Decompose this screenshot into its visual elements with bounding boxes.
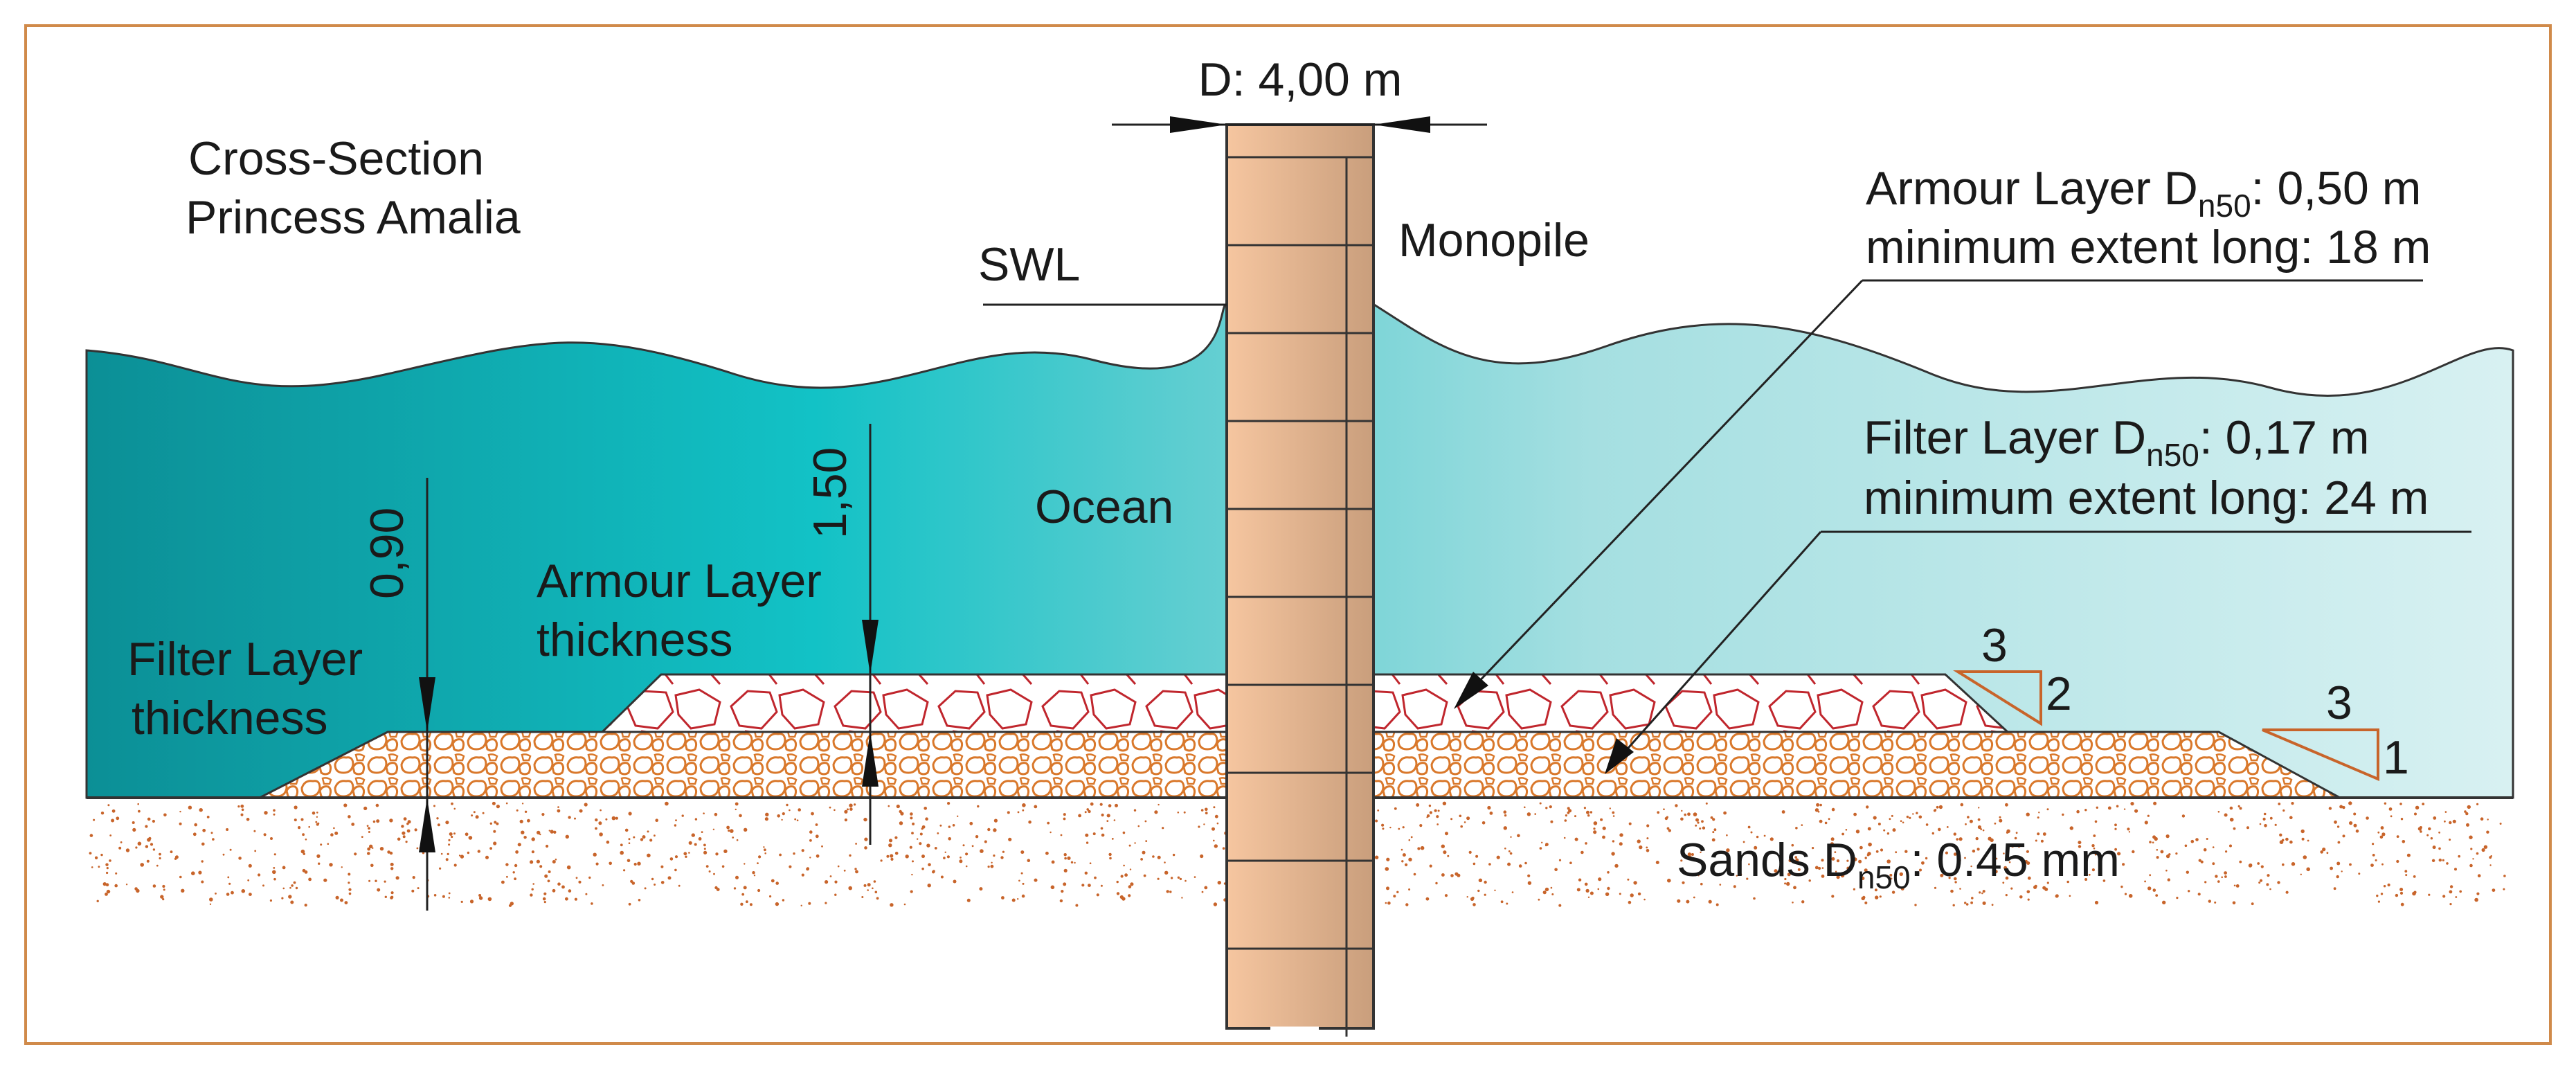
dimension-arrow-icon: [419, 798, 435, 852]
filter-thickness-label-line-1: Filter Layer: [127, 633, 363, 686]
outer-frame: [24, 24, 2552, 1045]
armour-thickness-label-line-1: Armour Layer: [537, 555, 822, 607]
filter-thickness-value: 0,90: [361, 508, 413, 599]
title-line-1: Cross-Section: [188, 132, 484, 185]
filter-thickness-label-line-2: thickness: [132, 692, 327, 744]
right-triangle-icon: [1953, 670, 2042, 726]
dimension-arrow-icon: [1373, 116, 1430, 133]
filter-leader: [1622, 531, 1822, 754]
filter-slope-rise: 1: [2383, 731, 2409, 784]
armour-layer-extent-label: minimum extent long: 18 m: [1866, 221, 2431, 274]
filter-leader-arrow-icon: [1605, 738, 1634, 774]
dimension-arrow-icon: [862, 732, 879, 787]
filter-layer-extent-label: minimum extent long: 24 m: [1864, 472, 2429, 524]
sand-texture: [89, 801, 2506, 907]
armour-leader: [1470, 279, 1864, 690]
swl-label: SWL: [978, 238, 1080, 291]
filter-slope-run: 3: [2326, 677, 2352, 729]
armour-thickness-label-line-2: thickness: [537, 614, 732, 666]
armour-thickness-value: 1,50: [804, 447, 856, 539]
dimension-arrow-icon: [862, 620, 879, 674]
monopile: [1225, 123, 1375, 1037]
sands-dn50-label: Sands Dn50: 0.45 mm: [1677, 834, 2120, 895]
armour-leader-arrow-icon: [1454, 672, 1488, 709]
right-triangle-icon: [2262, 728, 2379, 782]
filter-thickness-dimension: [419, 478, 435, 911]
ocean-label: Ocean: [1035, 481, 1173, 533]
dimension-arrow-icon: [1170, 116, 1227, 133]
monopile-label: Monopile: [1398, 214, 1589, 267]
title-line-2: Princess Amalia: [186, 191, 521, 244]
diameter-label: D: 4,00 m: [1198, 53, 1403, 106]
armour-slope-rise: 2: [2046, 668, 2072, 720]
dimension-arrow-icon: [419, 677, 435, 732]
diameter-dimension: [1112, 116, 1487, 133]
armour-layer-dn50-label: Armour Layer Dn50: 0,50 m: [1866, 162, 2421, 224]
armour-slope-indicator: [1953, 670, 2042, 726]
filter-layer-dn50-label: Filter Layer Dn50: 0,17 m: [1864, 411, 2370, 473]
armour-slope-run: 3: [1981, 619, 2008, 672]
filter-slope-indicator: [2262, 728, 2379, 782]
armour-thickness-dimension: [862, 424, 879, 845]
